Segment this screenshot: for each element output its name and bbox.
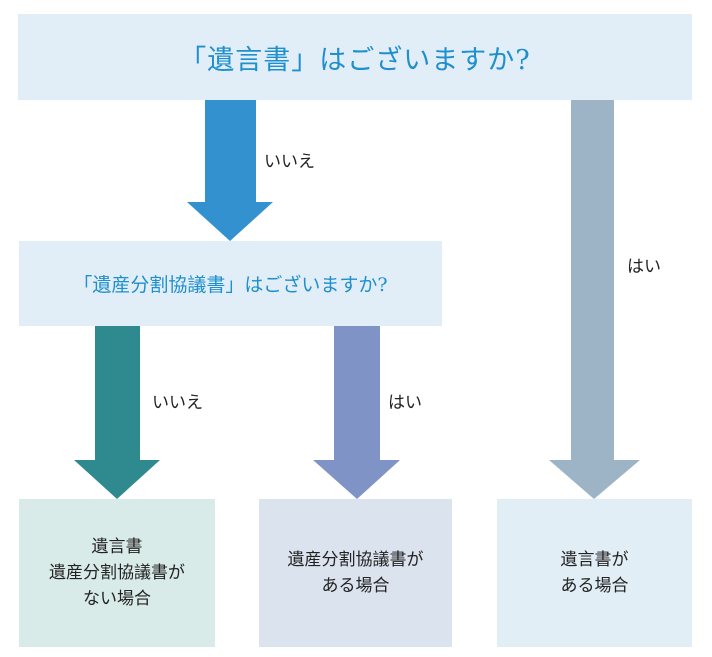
result-no-will-no-agreement: 遺言書 遺産分割協議書が ない場合	[19, 499, 215, 647]
question-will: 「遺言書」はございますか?	[18, 14, 692, 100]
result-left-line-2: 遺産分割協議書が	[49, 563, 185, 583]
result-right-line-2: ある場合	[560, 576, 629, 596]
label-no-top: いいえ	[264, 152, 315, 172]
result-has-will: 遺言書が ある場合	[497, 499, 692, 647]
arrow-no-top	[187, 100, 273, 241]
question-will-text: 「遺言書」はございますか?	[179, 44, 531, 76]
result-has-agreement: 遺産分割協議書が ある場合	[259, 499, 452, 647]
result-left-line-1: 遺言書	[91, 537, 143, 557]
arrow-yes-middle	[313, 326, 400, 499]
result-left-line-3: ない場合	[83, 589, 151, 609]
label-yes-right: はい	[627, 257, 661, 277]
question-division-agreement-text: 「遺産分割協議書」はございますか?	[73, 274, 388, 296]
result-middle-line-2: ある場合	[321, 576, 390, 596]
result-middle-line-1: 遺産分割協議書が	[287, 550, 424, 570]
arrow-no-left	[74, 326, 160, 499]
arrow-yes-right	[549, 100, 640, 499]
result-right-line-1: 遺言書が	[560, 550, 629, 570]
label-yes-middle: はい	[388, 393, 422, 413]
label-no-left: いいえ	[152, 393, 203, 413]
question-division-agreement: 「遺産分割協議書」はございますか?	[19, 241, 442, 326]
